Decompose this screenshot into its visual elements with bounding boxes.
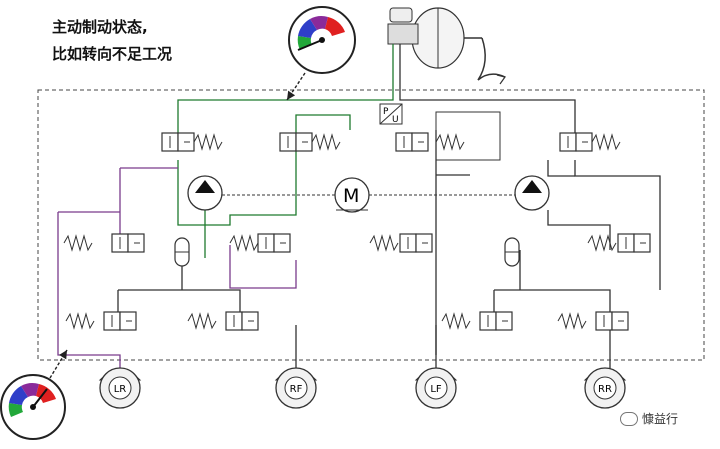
wheel-label: LF (430, 384, 442, 395)
wheel-label: RR (598, 384, 612, 395)
pump-motor: M (222, 177, 515, 213)
pump-left (187, 175, 223, 211)
valve-lower-3 (441, 311, 513, 331)
diagram-title: 主动制动状态, 比如转向不足工况 (52, 14, 172, 68)
brake-booster (387, 7, 482, 69)
control-unit-boundary (37, 89, 705, 361)
pressure-sensor-label-bottom: U (392, 115, 399, 125)
wheel-rr: RR (583, 367, 627, 409)
valve-upper-right-1 (395, 132, 465, 152)
brake-pedal (477, 37, 507, 85)
pressure-gauge-top (288, 6, 356, 74)
accumulator-right (504, 237, 520, 267)
valve-upper-left-1 (161, 132, 223, 152)
title-line-1: 主动制动状态, (52, 18, 148, 36)
valve-upper-right-housing (435, 111, 501, 161)
motor-label: M (343, 185, 359, 207)
gauge-top-pointer-line (286, 72, 306, 101)
valve-mid-1 (63, 233, 145, 253)
valve-mid-4 (587, 233, 651, 253)
pressure-gauge-bottom (0, 374, 66, 440)
valve-lower-2 (187, 311, 259, 331)
wheel-brakes: LR RF LF RR (98, 367, 627, 409)
title-line-2: 比如转向不足工况 (52, 45, 173, 63)
wheel-lr: LR (98, 367, 142, 409)
wheel-lf: LF (414, 367, 458, 409)
valve-upper-right-2 (559, 132, 621, 152)
gauge-bottom-pointer-line (49, 349, 68, 379)
valve-mid-3 (369, 233, 433, 253)
watermark-text: 慷益行 (642, 412, 679, 426)
pressure-sensor-label-top: P (383, 107, 389, 117)
wechat-icon (620, 411, 638, 426)
accumulator-left (174, 237, 190, 267)
brake-lines (57, 44, 661, 370)
valve-lower-4 (557, 311, 629, 331)
valve-upper-left-2 (279, 132, 341, 152)
wheel-label: RF (290, 384, 303, 395)
pressure-sensor: P U (379, 103, 403, 125)
valve-mid-2 (229, 233, 291, 253)
pump-right (514, 175, 550, 211)
wheel-label: LR (114, 384, 127, 395)
watermark: 慷益行 (620, 410, 678, 427)
wheel-rf: RF (274, 367, 318, 409)
valve-lower-1 (65, 311, 137, 331)
